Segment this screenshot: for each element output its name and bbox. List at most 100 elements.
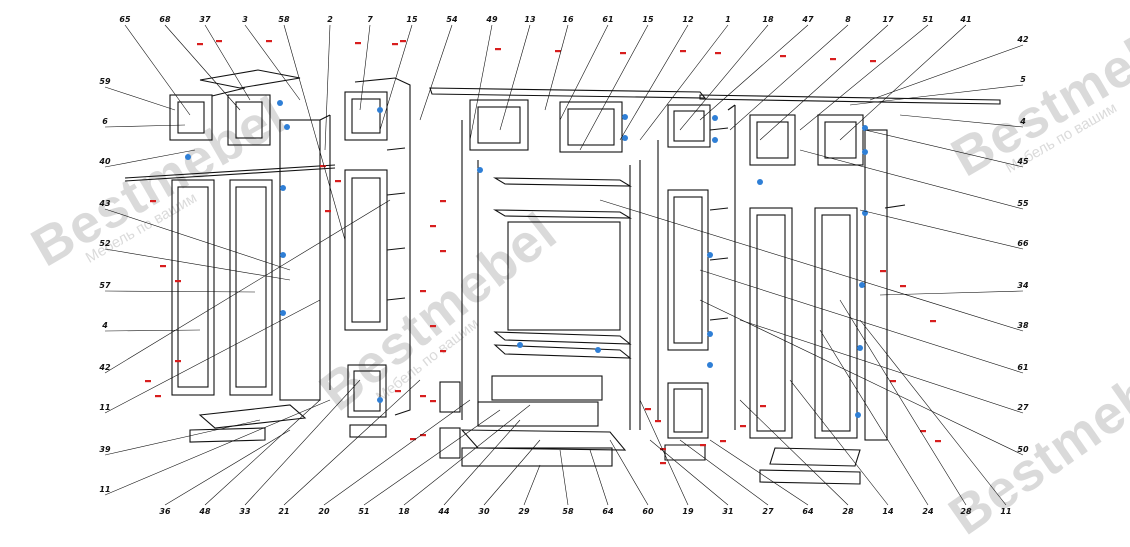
fitting-marker	[660, 462, 666, 465]
callout-right-6: 34	[1017, 281, 1029, 290]
central-top-cabinet-b	[559, 101, 623, 153]
callout-left-3: 43	[98, 199, 111, 208]
callout-bottom-2: 33	[239, 507, 251, 516]
hinge-marker	[862, 125, 868, 131]
callout-bottom-20: 28	[960, 507, 972, 516]
leader-bottom-21	[859, 319, 1007, 506]
leader-top-17	[699, 24, 809, 121]
fitting-marker	[400, 40, 406, 43]
fitting-marker	[392, 43, 398, 46]
callout-right-7: 38	[1017, 321, 1029, 330]
leader-right-1	[849, 84, 1024, 106]
side-panel-left	[279, 119, 321, 401]
leader-bottom-15	[679, 439, 769, 506]
fitting-marker	[216, 40, 222, 43]
callout-leader-lines	[104, 24, 1024, 506]
side-panel-right	[864, 129, 888, 441]
hinge-marker	[855, 412, 861, 418]
callout-top-0: 65	[119, 15, 131, 24]
callout-top-5: 2	[327, 15, 333, 24]
leader-bottom-0	[164, 429, 291, 506]
callout-bottom-3: 21	[278, 507, 289, 516]
leader-left-7	[104, 199, 391, 374]
fitting-marker	[145, 380, 151, 383]
fitting-marker	[880, 270, 886, 273]
fitting-marker	[680, 50, 686, 53]
callout-top-15: 1	[725, 15, 731, 24]
hinge-marker	[595, 347, 601, 353]
fitting-marker	[175, 360, 181, 363]
leader-left-1	[104, 124, 186, 128]
furniture-frames	[124, 69, 1001, 485]
leader-left-5	[104, 290, 256, 293]
hinge-marker	[707, 362, 713, 368]
callout-bottom-6: 18	[398, 507, 410, 516]
plinth-left-b	[189, 427, 266, 443]
callout-left-4: 52	[99, 239, 111, 248]
callout-bottom-13: 19	[682, 507, 694, 516]
fitting-marker	[320, 165, 326, 168]
callout-top-3: 3	[242, 15, 248, 24]
lower-door-col2	[347, 364, 387, 418]
fitting-marker	[430, 400, 436, 403]
leader-top-10	[499, 24, 531, 131]
callout-bottom-5: 51	[358, 507, 369, 516]
callout-bottom-10: 58	[562, 507, 574, 516]
leader-bottom-12	[609, 439, 649, 506]
tall-door-right-b	[814, 207, 858, 439]
fitting-marker	[660, 448, 666, 451]
fitting-marker	[620, 52, 626, 55]
fitting-marker	[430, 225, 436, 228]
callout-bottom-16: 64	[802, 507, 814, 516]
hinge-marker	[859, 282, 865, 288]
drawer-2	[477, 401, 599, 427]
top-cabinet-left-a	[169, 94, 213, 141]
leader-right-4	[799, 149, 1024, 210]
callout-bottom-17: 28	[842, 507, 854, 516]
top-cabinet-right-a	[749, 114, 796, 166]
leader-right-6	[879, 290, 1024, 296]
callout-bottom-21: 11	[1000, 507, 1011, 516]
callout-top-14: 12	[682, 15, 694, 24]
callout-left-9: 39	[99, 445, 111, 454]
leader-bottom-10	[559, 449, 569, 506]
callout-top-20: 51	[922, 15, 933, 24]
callout-right-1: 5	[1020, 75, 1026, 84]
leader-top-21	[839, 24, 967, 141]
drawer-base	[460, 429, 627, 451]
callout-bottom-1: 48	[198, 507, 211, 516]
central-back-panel	[507, 221, 621, 331]
callout-bottom-18: 14	[882, 507, 894, 516]
fitting-marker	[420, 290, 426, 293]
fitting-marker	[150, 200, 156, 203]
leader-right-5	[859, 209, 1024, 250]
hinge-marker	[377, 107, 383, 113]
fitting-marker	[930, 320, 936, 323]
central-top-board	[429, 87, 707, 99]
callout-left-0: 59	[99, 77, 111, 86]
callout-right-2: 4	[1019, 117, 1026, 126]
tall-door-left-a	[171, 179, 215, 396]
leader-left-0	[104, 86, 176, 111]
central-shelf-1	[492, 177, 633, 187]
fitting-marker	[495, 48, 501, 51]
fitting-marker	[430, 325, 436, 328]
leader-top-7	[379, 24, 413, 131]
leader-bottom-18	[789, 379, 889, 506]
callout-right-4: 55	[1017, 199, 1029, 208]
fitting-marker	[715, 52, 721, 55]
leader-bottom-11	[589, 449, 609, 506]
callout-left-2: 40	[98, 157, 111, 166]
glass-door-col2	[344, 169, 388, 331]
callout-top-2: 37	[199, 15, 211, 24]
top-cabinet-col2	[344, 91, 388, 141]
callout-bottom-19: 24	[922, 507, 934, 516]
leader-right-9	[739, 319, 1024, 414]
hinge-marker	[712, 115, 718, 121]
leader-bottom-2	[244, 379, 361, 506]
leader-top-18	[729, 24, 849, 131]
leader-top-8	[419, 24, 453, 121]
hardware-markers	[145, 40, 941, 465]
hinge-marker	[477, 167, 483, 173]
